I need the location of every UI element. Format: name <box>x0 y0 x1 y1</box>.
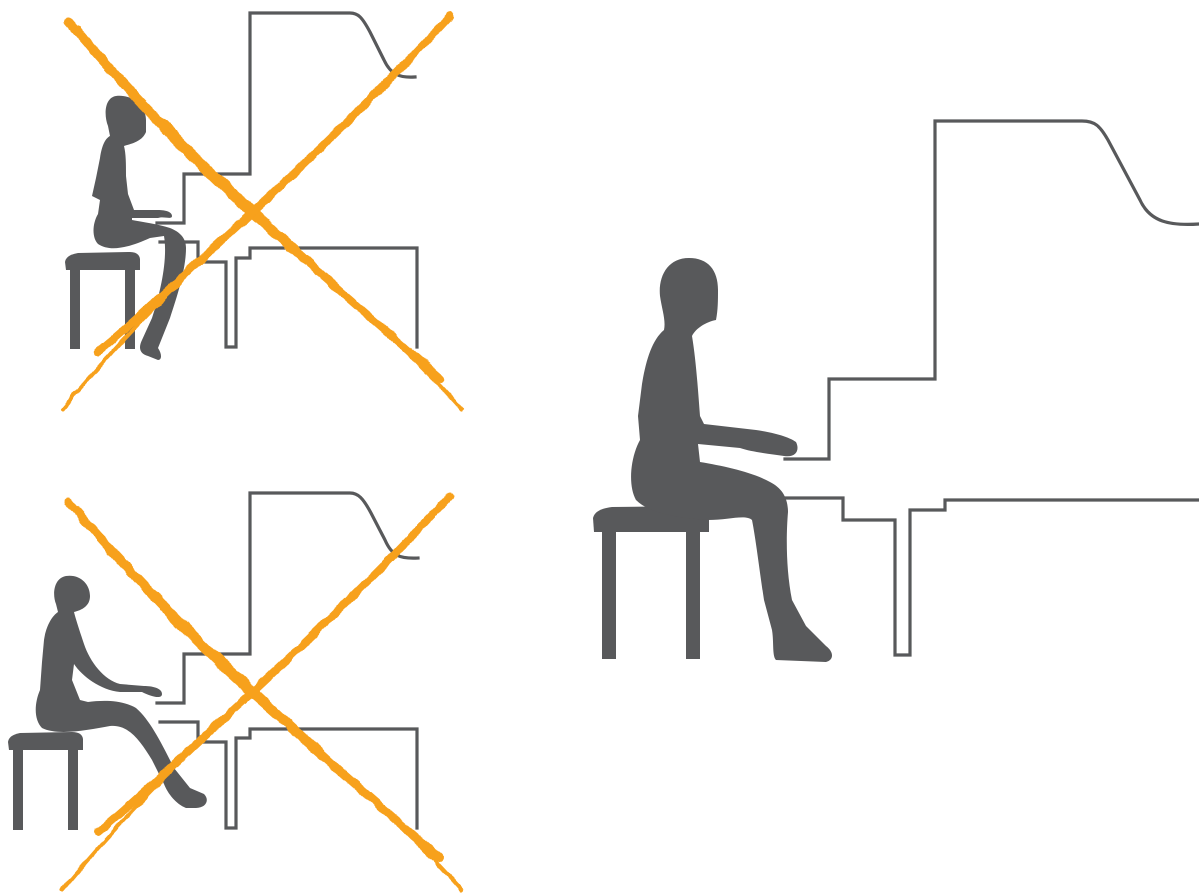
grand-piano-outline <box>783 121 1199 655</box>
panel-bottom-left <box>8 493 462 890</box>
pianist-silhouette <box>36 576 207 808</box>
cross-icon <box>62 496 462 890</box>
piano-bench <box>593 506 709 659</box>
piano-bench <box>8 732 83 830</box>
panel-top-left <box>62 13 462 410</box>
panel-right <box>593 121 1199 662</box>
